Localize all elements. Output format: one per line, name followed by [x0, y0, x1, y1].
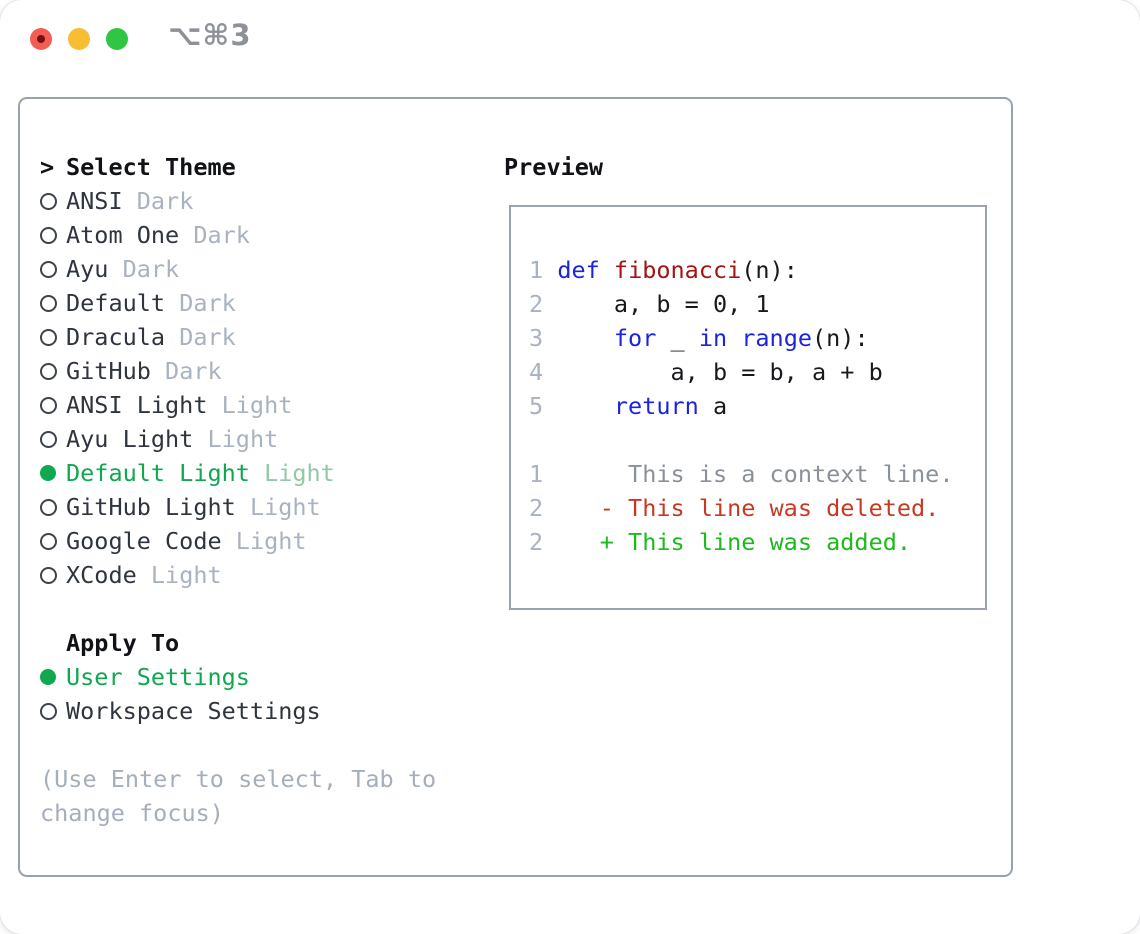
code-line: 2 - This line was deleted.	[529, 494, 940, 522]
code-line: 5 return a	[529, 392, 728, 420]
radio-icon	[40, 294, 66, 312]
apply-to-title: Apply To	[66, 629, 180, 657]
zoom-button[interactable]	[106, 28, 128, 50]
preview-title: Preview	[504, 153, 604, 181]
preview-pane: 1 def fibonacci(n): 2 a, b = 0, 1 3 for _ …	[509, 205, 987, 610]
theme-option-ayu-light[interactable]: Ayu Light Light	[40, 422, 480, 456]
minimize-button[interactable]	[68, 28, 90, 50]
code-line: 1 This is a context line.	[529, 460, 954, 488]
radio-icon	[40, 226, 66, 244]
code-line: 3 for _ in range(n):	[529, 324, 869, 352]
radio-icon	[40, 465, 66, 481]
radio-icon	[40, 498, 66, 516]
focus-caret-icon: >	[40, 153, 55, 181]
code-preview: 1 def fibonacci(n): 2 a, b = 0, 1 3 for _ …	[511, 207, 985, 559]
traffic-lights	[30, 28, 128, 50]
radio-icon	[40, 669, 66, 685]
close-button[interactable]	[30, 28, 52, 50]
theme-option-default-light[interactable]: Default Light Light	[40, 456, 480, 490]
theme-option-github[interactable]: GitHub Dark	[40, 354, 480, 388]
titlebar: ⌥⌘3	[0, 0, 1140, 97]
apply-option-workspace-settings[interactable]: Workspace Settings	[40, 694, 480, 728]
select-theme-header: > Select Theme	[40, 150, 480, 184]
theme-option-ansi-light[interactable]: ANSI Light Light	[40, 388, 480, 422]
apply-to-header: Apply To	[40, 626, 480, 660]
close-dot-icon	[37, 35, 45, 43]
window-title: ⌥⌘3	[168, 18, 252, 52]
radio-icon	[40, 192, 66, 210]
code-line	[529, 423, 985, 457]
radio-icon	[40, 532, 66, 550]
theme-option-dracula[interactable]: Dracula Dark	[40, 320, 480, 354]
theme-option-ayu[interactable]: Ayu Dark	[40, 252, 480, 286]
radio-icon	[40, 362, 66, 380]
radio-icon	[40, 566, 66, 584]
theme-option-xcode[interactable]: XCode Light	[40, 558, 480, 592]
code-line: 1 def fibonacci(n):	[529, 256, 798, 284]
theme-option-google-code[interactable]: Google Code Light	[40, 524, 480, 558]
radio-icon	[40, 260, 66, 278]
theme-option-github-light[interactable]: GitHub Light Light	[40, 490, 480, 524]
code-line: 4 a, b = b, a + b	[529, 358, 883, 386]
theme-option-atom-one[interactable]: Atom One Dark	[40, 218, 480, 252]
radio-icon	[40, 396, 66, 414]
theme-option-default[interactable]: Default Dark	[40, 286, 480, 320]
code-line: 2 + This line was added.	[529, 528, 912, 556]
apply-option-user-settings[interactable]: User Settings	[40, 660, 480, 694]
radio-icon	[40, 328, 66, 346]
keyboard-hint: (Use Enter to select, Tab to change focu…	[40, 765, 437, 827]
select-theme-title: Select Theme	[66, 153, 236, 181]
radio-icon	[40, 702, 66, 720]
radio-icon	[40, 430, 66, 448]
code-line: 2 a, b = 0, 1	[529, 290, 770, 318]
theme-option-ansi[interactable]: ANSI Dark	[40, 184, 480, 218]
